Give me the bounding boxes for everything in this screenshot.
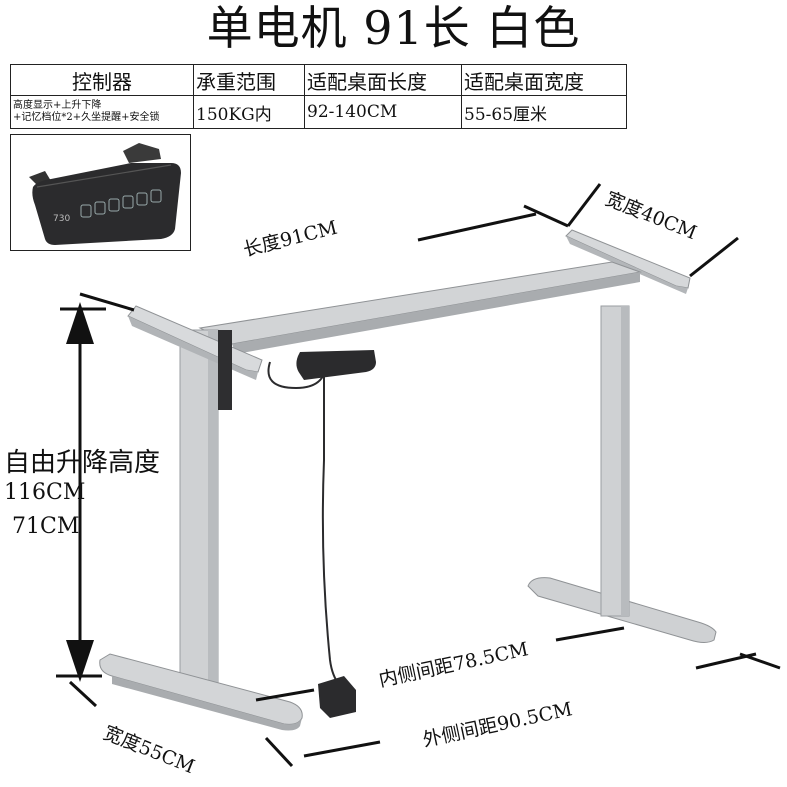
height-max-label: 116CM	[4, 480, 86, 505]
top-width-value: 55-65厘米	[461, 95, 627, 129]
dimension-lines	[56, 183, 781, 768]
controller-features-line2: +记忆档位*2+久坐提醒+安全锁	[13, 112, 160, 123]
header-controller: 控制器	[10, 64, 194, 96]
controller-photo: 730	[10, 134, 191, 251]
top-length-value: 92-140CM	[304, 95, 462, 129]
lift-height-label: 自由升降高度	[4, 448, 161, 478]
desk-frame	[99, 229, 717, 731]
header-top-length: 适配桌面长度	[304, 64, 462, 96]
height-min-label: 71CM	[12, 514, 80, 539]
page-title: 单电机 91长 白色	[206, 1, 581, 55]
header-top-width: 适配桌面宽度	[461, 64, 627, 96]
controller-illustration: 730	[29, 143, 181, 245]
controller-display-text: 730	[53, 214, 70, 224]
spec-table: 控制器 承重范围 适配桌面长度 适配桌面宽度 高度显示+上升下降 +记忆档位*2…	[10, 64, 627, 129]
controller-features-line1: 高度显示+上升下降	[13, 100, 102, 111]
controller-features: 高度显示+上升下降 +记忆档位*2+久坐提醒+安全锁	[10, 95, 194, 129]
